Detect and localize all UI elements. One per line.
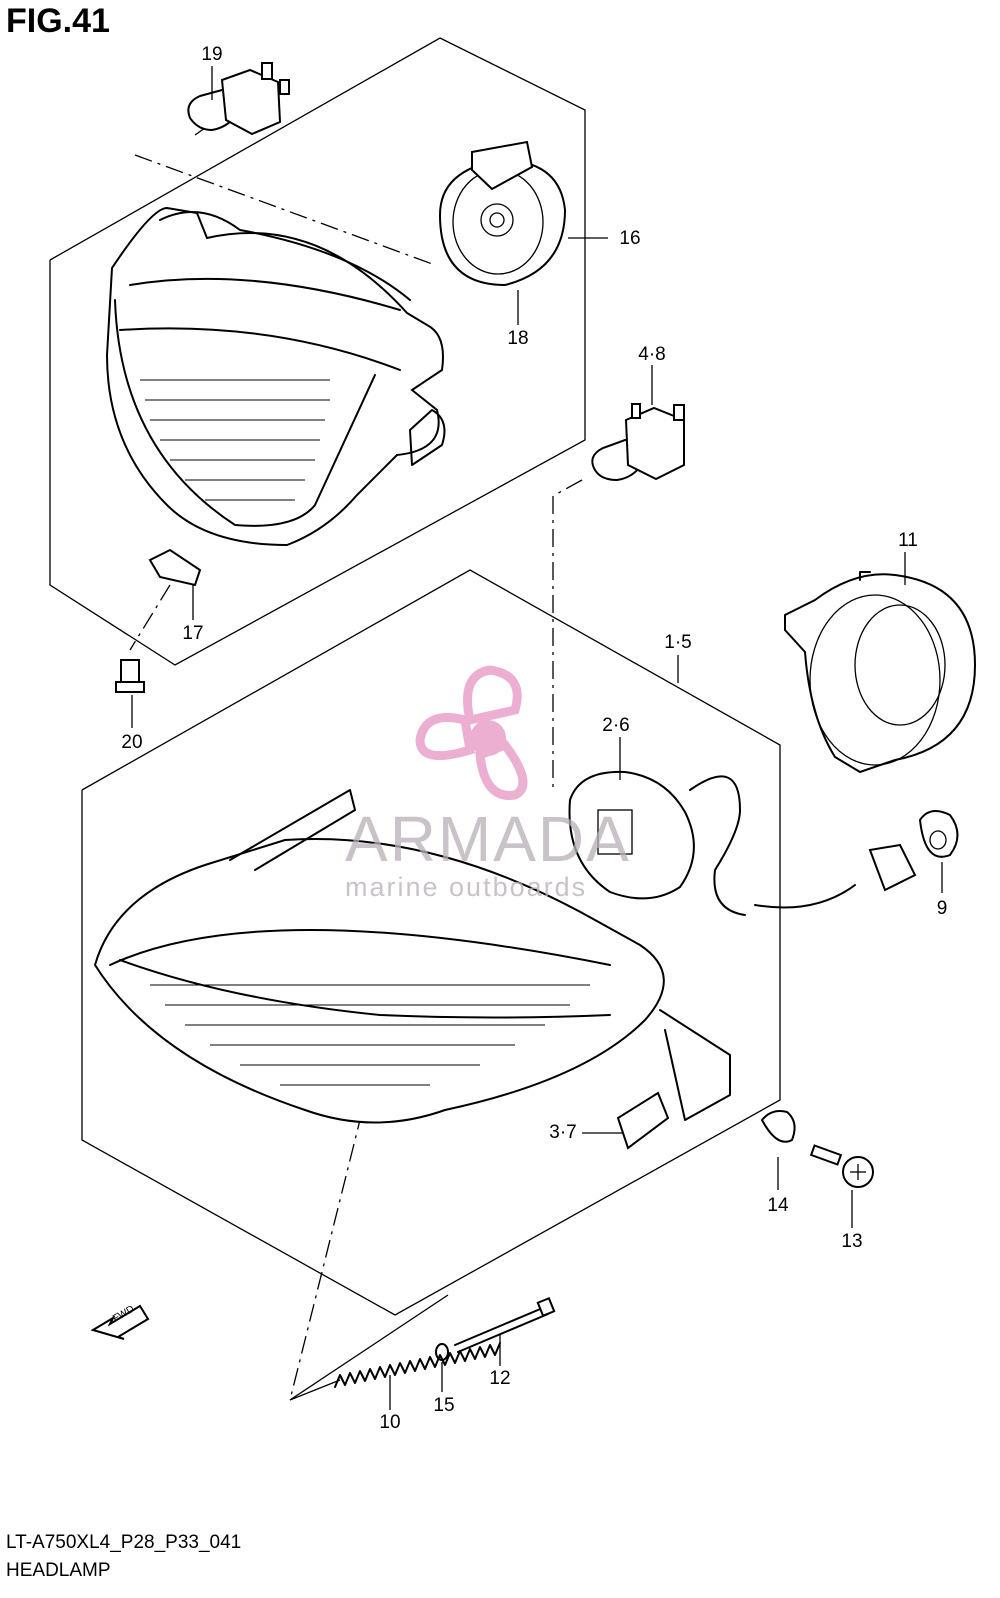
screw-13 <box>809 1144 874 1188</box>
callout-10: 10 <box>379 1412 401 1433</box>
callout-12: 12 <box>489 1368 511 1389</box>
clip-17 <box>148 548 202 587</box>
lower-headlamp-housing <box>93 789 731 1124</box>
adjust-screw-12 <box>454 1296 556 1353</box>
callout-13: 13 <box>841 1231 863 1252</box>
callout-4-8: 4·8 <box>638 344 666 365</box>
upper-assembly-frame <box>49 37 586 666</box>
callout-18: 18 <box>507 328 529 349</box>
bulb-4-8 <box>591 403 685 482</box>
callout-16: 16 <box>619 228 641 249</box>
spring-10 <box>334 1342 501 1388</box>
model-code: LT-A750XL4_P28_P33_041 <box>6 1532 242 1553</box>
bolt-20 <box>115 659 145 693</box>
socket-2-6 <box>568 770 959 916</box>
callout-14: 14 <box>767 1195 789 1216</box>
upper-headlamp-housing <box>105 206 446 547</box>
callout-17: 17 <box>182 623 204 644</box>
callout-20: 20 <box>121 732 143 753</box>
callout-11: 11 <box>898 530 918 551</box>
lower-assembly-frame <box>81 569 781 1316</box>
bulb-19 <box>187 62 290 136</box>
watermark-brand: ARMADA <box>345 803 631 875</box>
lower-lens-hatching <box>150 984 590 1086</box>
socket-16 <box>438 140 567 287</box>
fwd-arrow-icon: FWD <box>90 1304 150 1340</box>
callout-19: 19 <box>201 44 223 65</box>
callout-1-5: 1·5 <box>664 632 692 653</box>
figure-title: FIG.41 <box>6 2 110 40</box>
leader-lines <box>131 66 943 1410</box>
clip-3-7 <box>616 1091 670 1150</box>
watermark-propeller-icon <box>415 665 528 800</box>
upper-lens-hatching <box>140 379 330 501</box>
grommet-14 <box>760 1110 796 1143</box>
callout-15: 15 <box>433 1395 455 1416</box>
callout-2-6: 2·6 <box>602 715 630 736</box>
callout-3-7: 3·7 <box>549 1122 577 1143</box>
callout-9: 9 <box>936 898 948 919</box>
watermark-tagline: marine outboards <box>345 872 588 902</box>
section-name: HEADLAMP <box>6 1560 111 1581</box>
cover-11 <box>784 571 977 774</box>
